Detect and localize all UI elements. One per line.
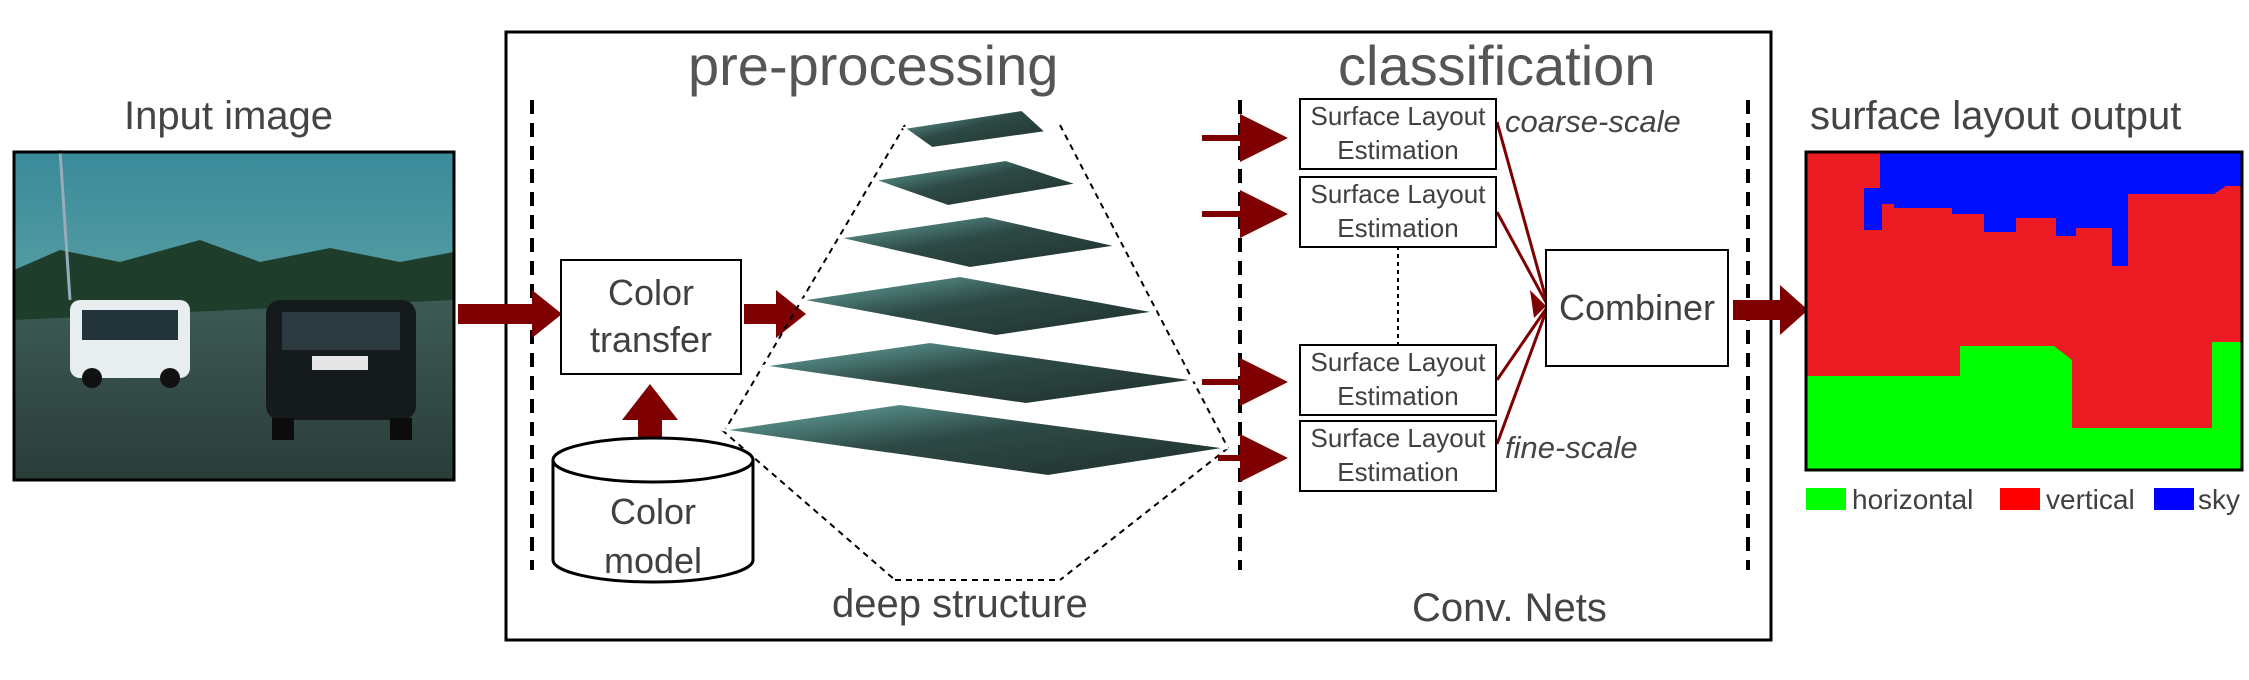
estimation-label: Surface Layout Estimation: [1310, 101, 1486, 165]
legend-label-horizontal: horizontal: [1852, 484, 1974, 515]
coarse-scale-label: coarse-scale: [1505, 104, 1681, 139]
legend-swatch-sky: [2154, 488, 2194, 510]
preprocessing-title: pre-processing: [688, 34, 1059, 97]
estimation-box-3: Surface Layout Estimation: [1299, 344, 1497, 416]
estimation-label: Surface Layout Estimation: [1310, 347, 1486, 411]
legend-swatch-vertical: [2000, 488, 2040, 510]
estimation-box-2: Surface Layout Estimation: [1299, 176, 1497, 248]
thick-arrows: [458, 285, 1808, 462]
arrow-input-to-transfer: [458, 290, 562, 338]
legend-swatch-horizontal: [1806, 488, 1846, 510]
surface-layout-output: [1804, 150, 2244, 472]
legend-label-vertical: vertical: [2046, 484, 2135, 515]
fan-in-lines: [1495, 121, 1550, 445]
estimation-label: Surface Layout Estimation: [1310, 423, 1486, 487]
estimation-box-coarse: Surface Layout Estimation: [1299, 98, 1497, 170]
input-arrows: [1202, 114, 1288, 482]
combiner-label: Combiner: [1558, 286, 1716, 328]
arrow-combiner-to-output: [1733, 285, 1808, 335]
estimation-label: Surface Layout Estimation: [1310, 179, 1486, 243]
arrow-transfer-to-pyramid: [744, 290, 806, 338]
deep-structure-pyramid: [721, 108, 1229, 581]
deep-structure-label: deep structure: [832, 582, 1088, 626]
color-model-cylinder: [551, 436, 755, 584]
fine-scale-label: fine-scale: [1505, 430, 1638, 465]
legend-label-sky: sky: [2198, 484, 2240, 515]
pipeline-frame: [504, 30, 1773, 642]
color-transfer-label: Color transfer: [589, 272, 713, 360]
estimation-box-fine: Surface Layout Estimation: [1299, 420, 1497, 492]
classification-title: classification: [1338, 34, 1656, 97]
input-image-title: Input image: [124, 94, 334, 138]
color-transfer-box: Color transfer: [560, 259, 742, 375]
arrow-model-to-transfer: [622, 384, 678, 462]
color-model-label: Color model: [603, 491, 703, 581]
combiner-box: Combiner: [1545, 249, 1729, 367]
conv-nets-label: Conv. Nets: [1412, 586, 1607, 630]
output-title: surface layout output: [1810, 94, 2182, 138]
input-image: [12, 149, 456, 482]
